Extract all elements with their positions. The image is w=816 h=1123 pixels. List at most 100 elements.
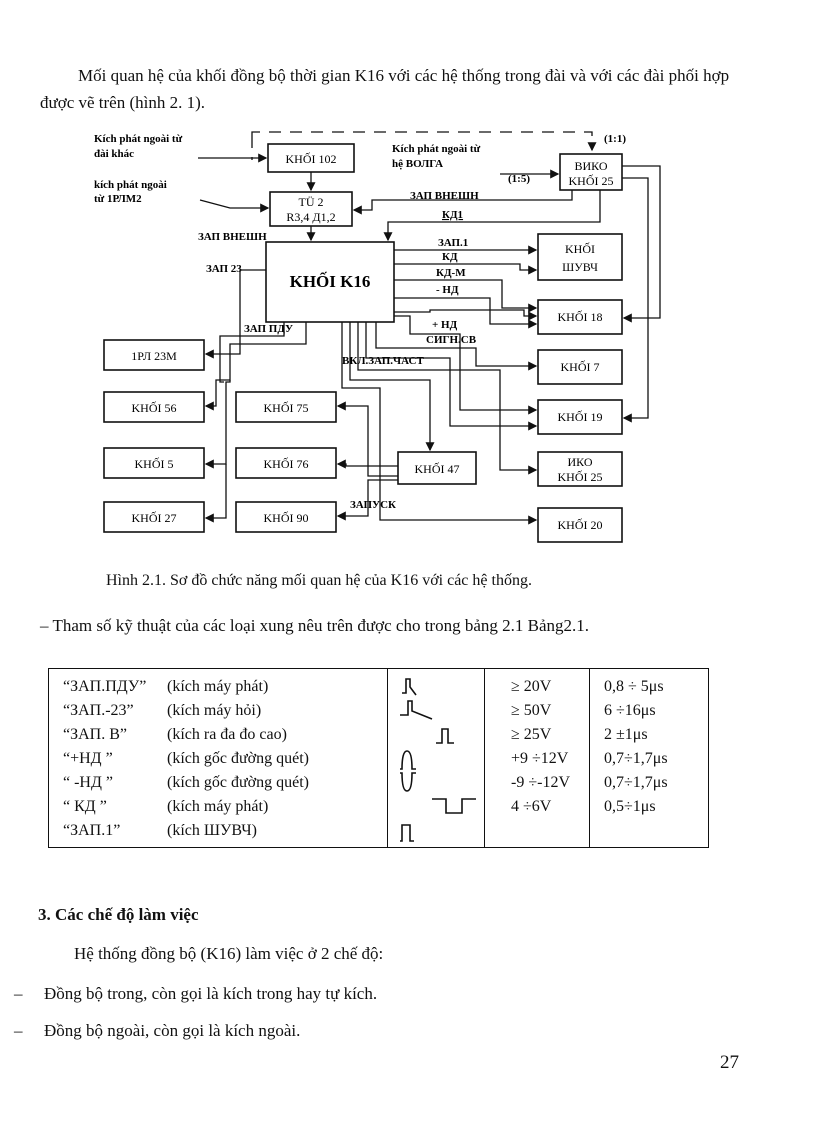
- block-k16: KHỐI K16: [265, 241, 395, 323]
- pulse-name: “ -НД ”: [63, 774, 113, 791]
- pulse-desc: (kích gốc đường quét): [167, 774, 309, 791]
- pulse-shape-icon: [436, 728, 454, 744]
- intro-paragraph: Mối quan hệ của khối đồng bộ thời gian K…: [40, 66, 730, 112]
- pulse-row-7: “ЗАП.1” (kích ШУВЧ): [63, 819, 387, 843]
- pulse-row-2: “ЗАП.-23” (kích máy hỏi): [63, 699, 387, 723]
- pulse-desc: (kích ШУВЧ): [167, 822, 257, 839]
- pulse-amplitude: [485, 819, 589, 843]
- signal-nd-minus: - НД: [436, 284, 459, 296]
- block-k56: KHỐI 56: [103, 391, 205, 423]
- block-k56-label: KHỐI 56: [132, 400, 177, 415]
- block-k20: KHỐI 20: [537, 507, 623, 543]
- block-k47: KHỐI 47: [397, 451, 477, 485]
- signal-vkl-zap-chast: ВКЛ.ЗАП.ЧАСТ: [342, 355, 424, 367]
- pulse-name: “+НД ”: [63, 750, 113, 767]
- block-shuvch: KHỐI ШУВЧ: [537, 233, 623, 281]
- section-title: 3. Các chế độ làm việc: [38, 905, 199, 924]
- pulse-amplitude: ≥ 25V: [511, 726, 552, 743]
- mode-text: Đồng bộ ngoài, còn gọi là kích ngoài.: [44, 1021, 301, 1040]
- block-tu2-label-2: R3,4 Д1,2: [286, 210, 335, 224]
- signal-zap-pdu: ЗАП ПДУ: [244, 323, 293, 335]
- pulse-width: 0,7÷1,7μs: [604, 750, 668, 767]
- block-tu2: TÜ 2R3,4 Д1,2: [269, 191, 353, 227]
- block-k102: KHỐI 102: [267, 143, 355, 173]
- pulse-desc: (kích máy phát): [167, 798, 269, 815]
- block-1rp23m: 1РЛ 23M: [103, 339, 205, 371]
- block-shuvch-label-2: ШУВЧ: [562, 260, 598, 274]
- pulse-amplitude: 4 ÷6V: [511, 798, 552, 815]
- block-k27: KHỐI 27: [103, 501, 205, 533]
- list-dash: –: [14, 1021, 23, 1040]
- block-k90-label: KHỐI 90: [264, 510, 309, 525]
- pulse-row-6: “ КД ”(kích máy phát): [63, 795, 387, 819]
- pulse-row-5: “ -НД ” (kích gốc đường quét): [63, 771, 387, 795]
- block-iko-label-2: KHỐI 25: [558, 469, 603, 484]
- block-1rp23m-label: 1РЛ 23M: [131, 349, 177, 363]
- pulse-amplitude: ≥ 20V: [511, 678, 552, 695]
- table-intro-paragraph: – Tham số kỹ thuật của các loại xung nêu…: [40, 616, 590, 635]
- page-number: 27: [720, 1052, 739, 1073]
- mode-item-1: –Đồng bộ trong, còn gọi là kích trong ha…: [14, 984, 377, 1004]
- signal-zap-vnesh-2: ЗАП ВНЕШН: [198, 231, 267, 243]
- pulse-width: 6 ÷16μs: [604, 702, 656, 719]
- block-k102-label: KHỐI 102: [286, 151, 337, 166]
- signal-kd-m: КД-М: [436, 267, 466, 279]
- ext-input-1-line1: Kích phát ngoài từ: [94, 133, 183, 145]
- block-k20-label: KHỐI 20: [558, 517, 603, 532]
- block-iko-label-1: ИКО: [567, 455, 592, 469]
- ext-input-2-line2: từ 1РЛМ2: [94, 193, 142, 205]
- block-k76: KHỐI 76: [235, 447, 337, 479]
- pulse-name: “ЗАП.ПДУ”: [63, 678, 147, 695]
- signal-kd1: КД1: [442, 209, 463, 221]
- list-dash: –: [14, 984, 23, 1003]
- pulse-width: 0,7÷1,7μs: [604, 774, 668, 791]
- pulse-shape-icon: [400, 772, 416, 792]
- block-viko-label-1: ВИКО: [574, 159, 607, 173]
- block-viko-label-2: KHỐI 25: [569, 173, 614, 188]
- block-k90: KHỐI 90: [235, 501, 337, 533]
- ratio-1-1: (1:1): [604, 133, 626, 145]
- pulse-shape-icon: [400, 750, 416, 770]
- pulse-desc: (kích máy hỏi): [167, 702, 262, 719]
- pulse-amplitude: +9 ÷12V: [511, 750, 569, 767]
- ext-input-3-line2: hệ ВОЛГА: [392, 158, 443, 170]
- signal-zap1: ЗАП.1: [438, 237, 468, 249]
- figure-caption: Hình 2.1. Sơ đồ chức năng mối quan hệ củ…: [106, 572, 532, 589]
- pulse-width: 0,8 ÷ 5μs: [604, 678, 664, 695]
- block-k75: KHỐI 75: [235, 391, 337, 423]
- pulse-shape-icon: [432, 798, 476, 814]
- block-k47-label: KHỐI 47: [415, 461, 460, 476]
- pulse-name: “ЗАП.-23”: [63, 702, 134, 719]
- pulse-width: 0,5÷1μs: [604, 798, 656, 815]
- pulse-shape-icon: [400, 700, 433, 720]
- signal-zap23: ЗАП 23: [206, 263, 242, 275]
- block-k76-label: KHỐI 76: [264, 456, 309, 471]
- pulse-name: “ЗАП. В”: [63, 726, 127, 743]
- ext-input-1-line2: đài khác: [94, 148, 134, 160]
- pulse-row-3: “ЗАП. В” (kích ra đa đo cao): [63, 723, 387, 747]
- signal-nd-plus: + НД: [432, 319, 458, 331]
- mode-item-2: – Đồng bộ ngoài, còn gọi là kích ngoài.: [14, 1021, 300, 1041]
- pulse-desc: (kích máy phát): [167, 678, 269, 695]
- pulse-name: “ЗАП.1”: [63, 822, 121, 839]
- ext-input-2-line1: kích phát ngoài: [94, 179, 167, 191]
- table-row: “ЗАП.ПДУ” (kích máy phát) “ЗАП.-23” (kích …: [48, 668, 709, 848]
- pulse-width-column: 0,8 ÷ 5μs 6 ÷16μs 2 ±1μs 0,7÷1,7μs 0,7÷1…: [589, 668, 709, 848]
- block-k7: KHỐI 7: [537, 349, 623, 385]
- block-k27-label: KHỐI 27: [132, 510, 177, 525]
- signal-kd: КД: [442, 251, 458, 263]
- modes-intro: Hệ thống đồng bộ (K16) làm việc ở 2 chế …: [74, 944, 384, 963]
- signal-zap-vnesh-1: ЗАП ВНЕШН: [410, 190, 479, 202]
- block-k75-label: KHỐI 75: [264, 400, 309, 415]
- block-shuvch-label-1: KHỐI: [565, 241, 595, 256]
- pulse-amplitude-column: ≥ 20V ≥ 50V ≥ 25V +9 ÷12V -9 ÷-12V 4 ÷6V: [484, 668, 590, 848]
- pulse-shape-icon: [402, 678, 417, 696]
- block-k5: KHỐI 5: [103, 447, 205, 479]
- pulse-amplitude: ≥ 50V: [511, 702, 552, 719]
- pulse-desc: (kích ra đa đo cao): [167, 726, 287, 743]
- ratio-1-5: (1:5): [508, 173, 530, 185]
- block-k19-label: KHỐI 19: [558, 409, 603, 424]
- pulse-row-4: “+НД ”(kích gốc đường quét): [63, 747, 387, 771]
